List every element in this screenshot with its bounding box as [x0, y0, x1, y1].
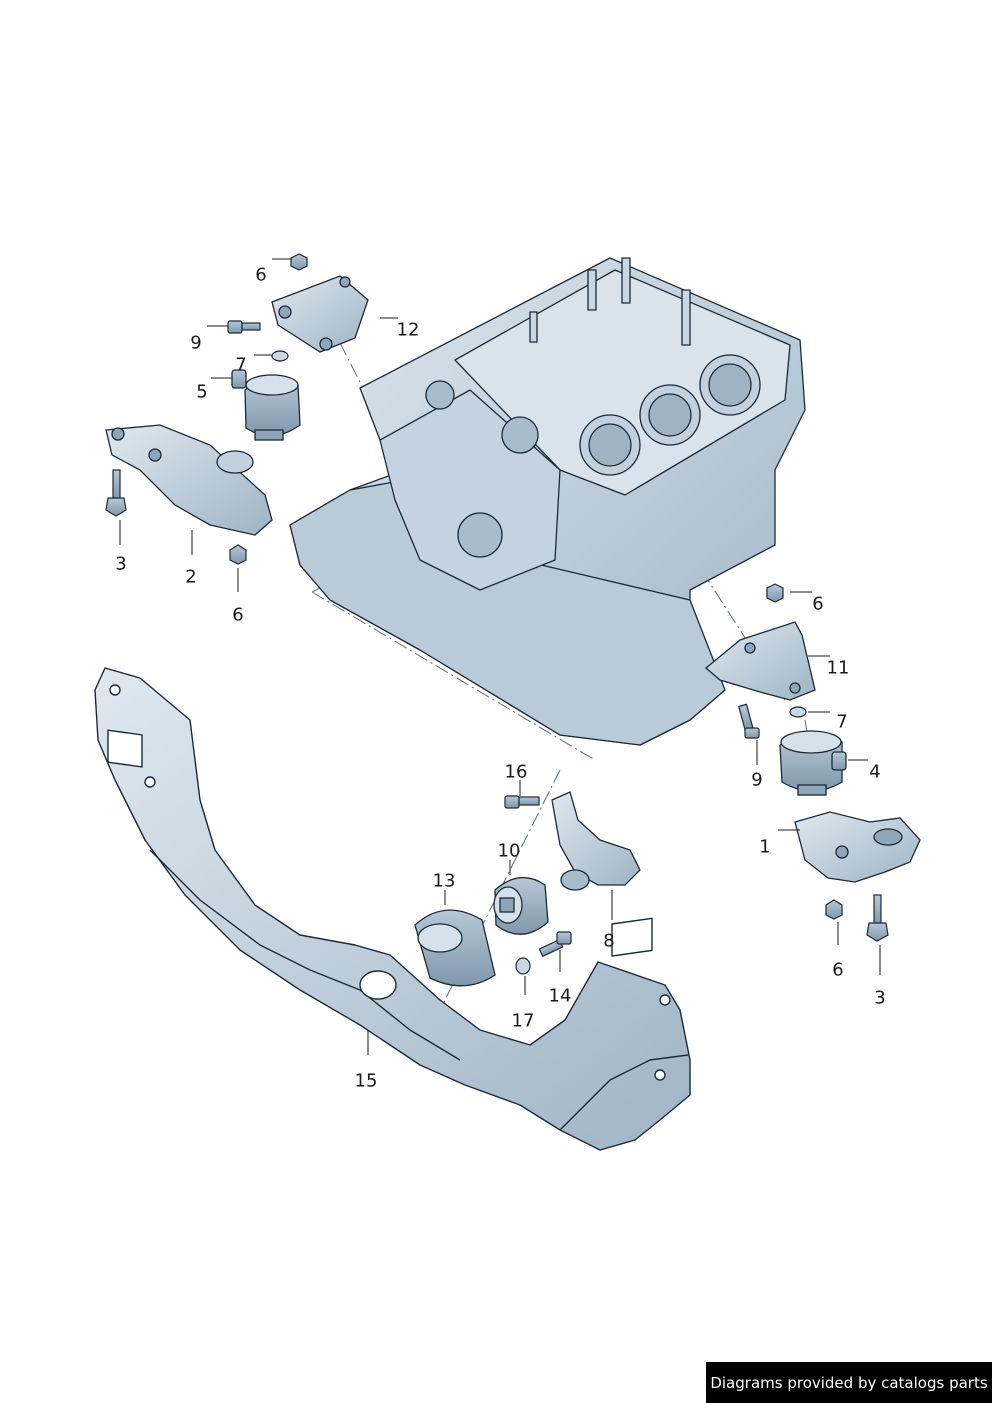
nut-6-left-bottom — [229, 544, 247, 565]
bolt-14 — [538, 931, 572, 958]
nut-6-top — [290, 253, 308, 271]
callout-9-right: 9 — [751, 769, 763, 791]
callout-14: 14 — [548, 985, 572, 1007]
callout-10: 10 — [497, 840, 521, 862]
callout-7-right: 7 — [836, 711, 848, 733]
credit-banner: Diagrams provided by catalogs parts — [706, 1362, 992, 1403]
callout-15: 15 — [354, 1070, 378, 1092]
bracket-11 — [704, 621, 816, 701]
nut-6-right-top — [766, 583, 784, 603]
callout-6-top: 6 — [255, 264, 267, 286]
callout-4: 4 — [869, 761, 881, 783]
callout-7-left: 7 — [235, 354, 247, 376]
callout-3-right: 3 — [874, 987, 886, 1009]
bolt-9-right — [738, 703, 760, 739]
callout-12: 12 — [396, 319, 420, 341]
callout-11: 11 — [826, 657, 850, 679]
callout-2: 2 — [185, 566, 197, 588]
callout-16: 16 — [504, 761, 528, 783]
callout-17: 17 — [511, 1010, 535, 1032]
bracket-12 — [271, 275, 369, 353]
bolt-3-right — [866, 894, 889, 942]
callout-6-right-top: 6 — [812, 593, 824, 615]
engine-mount-5 — [231, 369, 301, 441]
washer-17 — [515, 957, 531, 975]
mount-13 — [414, 909, 496, 987]
washer-7-left — [271, 350, 289, 362]
callout-6-left-bottom: 6 — [232, 604, 244, 626]
callout-3-left: 3 — [115, 553, 127, 575]
engine-block — [289, 257, 806, 746]
bracket-1 — [794, 811, 921, 883]
callout-13: 13 — [432, 870, 456, 892]
callout-5: 5 — [196, 381, 208, 403]
leader-lines — [119, 258, 881, 1055]
callout-8: 8 — [603, 930, 615, 952]
bushing-10 — [493, 877, 549, 935]
bracket-8 — [551, 791, 641, 891]
nut-6-right-bottom — [825, 899, 843, 920]
washer-7-right — [789, 706, 807, 718]
callout-9-left: 9 — [190, 332, 202, 354]
bracket-2 — [105, 424, 273, 536]
bolt-16 — [504, 795, 540, 809]
subframe-15 — [94, 667, 691, 1151]
callout-1: 1 — [759, 836, 771, 858]
bolt-3-left — [105, 469, 127, 517]
callout-6-right-bottom: 6 — [832, 959, 844, 981]
bolt-9-left — [227, 320, 261, 334]
engine-mount-4 — [779, 730, 847, 796]
credit-text: Diagrams provided by catalogs parts — [710, 1373, 988, 1392]
